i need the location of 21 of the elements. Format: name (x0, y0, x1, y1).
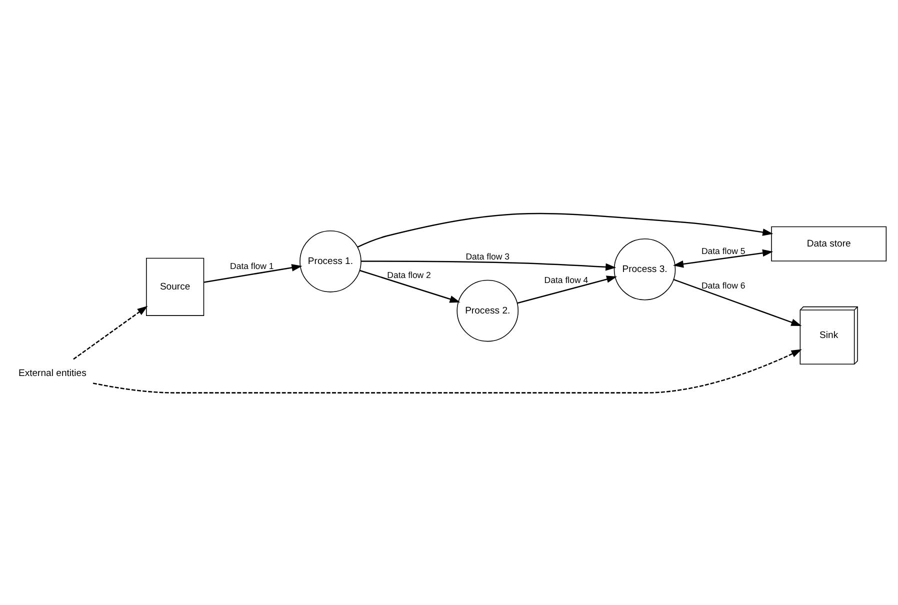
arrow (673, 278, 802, 326)
arrow (204, 264, 302, 282)
arrow (361, 260, 616, 270)
edge-label: Data flow 6 (701, 280, 746, 290)
node-text: External entities (18, 368, 86, 379)
arrow (357, 212, 774, 248)
arrow (360, 269, 460, 302)
node-circle: Process 2. (456, 279, 519, 342)
edge-label: Data flow 1 (230, 260, 274, 271)
node-box: Data store (771, 226, 887, 261)
node-circle: Process 3. (614, 238, 676, 300)
edge-label: Data flow 3 (466, 251, 510, 262)
arrow (517, 275, 618, 304)
node-circle: Process 1. (300, 230, 362, 292)
node-box: Source (146, 257, 204, 316)
edge-label: Data flow 2 (387, 269, 431, 280)
arrow (73, 305, 148, 360)
arrow (92, 348, 802, 393)
arrow (672, 248, 774, 268)
edge-label: Data flow 4 (544, 274, 588, 284)
edge-label: Data flow 5 (701, 246, 746, 256)
